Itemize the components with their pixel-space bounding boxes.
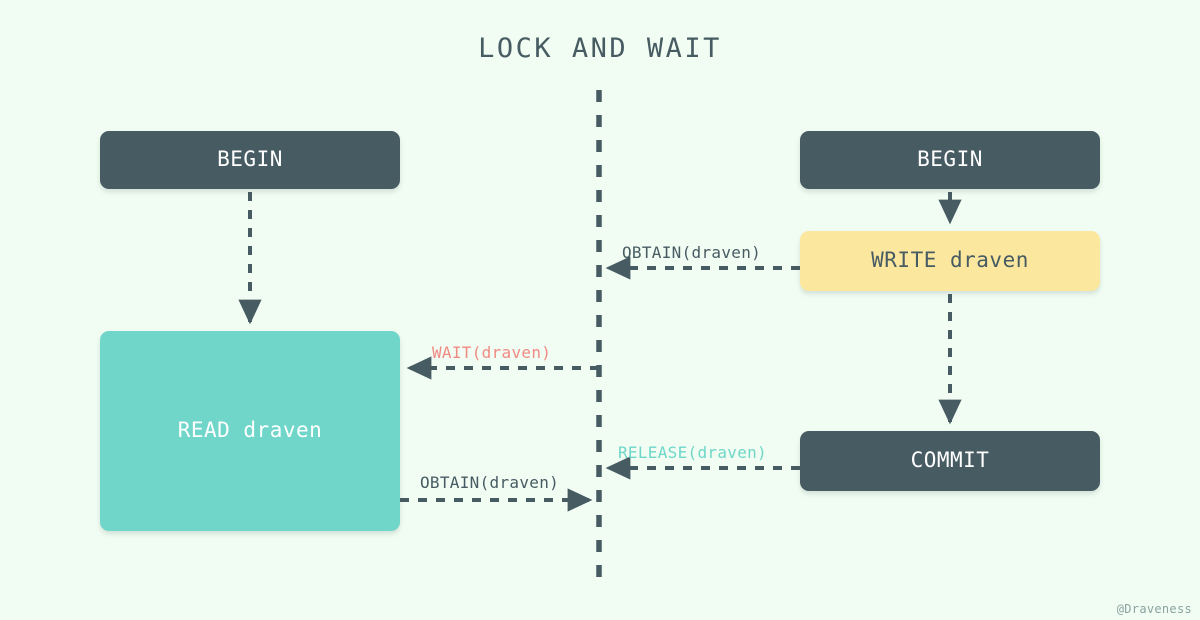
edge-label-obtain-write: OBTAIN(draven) bbox=[622, 243, 762, 262]
edge-label-wait-read: WAIT(draven) bbox=[432, 343, 552, 362]
node-right-write[interactable]: WRITE draven bbox=[800, 231, 1100, 291]
edge-label-release-commit: RELEASE(draven) bbox=[618, 443, 767, 462]
node-right-write-label: WRITE draven bbox=[871, 248, 1029, 273]
watermark: @Draveness bbox=[1116, 602, 1192, 616]
page-title: LOCK AND WAIT bbox=[478, 33, 722, 64]
node-left-begin[interactable]: BEGIN bbox=[100, 131, 400, 189]
node-left-read[interactable]: READ draven bbox=[100, 331, 400, 531]
edge-label-obtain-read: OBTAIN(draven) bbox=[420, 473, 560, 492]
node-right-commit-label: COMMIT bbox=[910, 448, 990, 473]
node-left-read-label: READ draven bbox=[177, 418, 323, 443]
node-right-commit[interactable]: COMMIT bbox=[800, 431, 1100, 491]
node-right-begin-label: BEGIN bbox=[917, 147, 983, 172]
node-left-begin-label: BEGIN bbox=[217, 147, 283, 172]
node-right-begin[interactable]: BEGIN bbox=[800, 131, 1100, 189]
